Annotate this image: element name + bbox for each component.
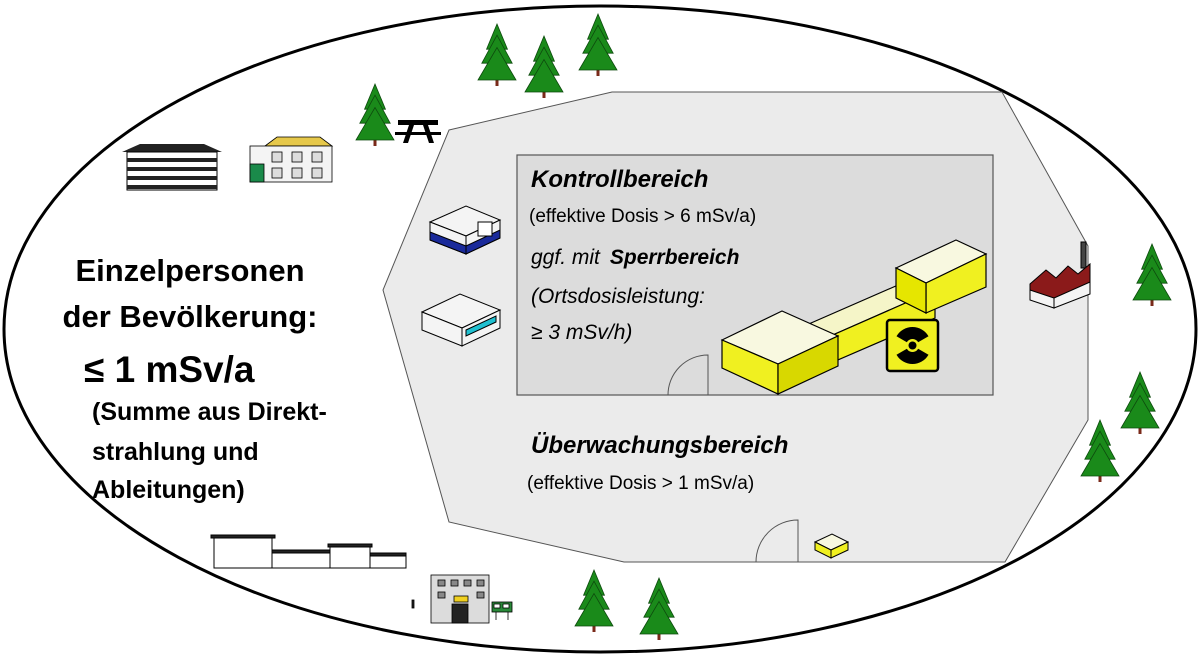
radiation-warning-icon [885,318,940,373]
trees-group [355,12,1172,640]
tree-icon [1132,242,1172,306]
tree-icon [574,568,614,632]
tree-icon [355,82,395,146]
public-zone-note-line1: (Summe aus Direkt- [92,398,327,426]
small-storage-hut-icon [813,533,850,559]
reactor-building-group [720,239,988,395]
monitoring-area-door-arc [755,519,799,563]
exclusion-area-prefix: ggf. mit [531,246,601,269]
tree-icon [524,34,564,98]
public-zone-note-line2: strahlung und [92,438,259,466]
industrial-hall-icon [210,534,407,569]
public-zone-line2: der Bevölkerung: [63,299,318,334]
picnic-table-icon [395,120,441,143]
tram-icon [491,601,513,620]
apartment-building-icon [122,144,222,191]
tree-icon [639,576,679,640]
controlled-area-condition: (effektive Dosis > 6 mSv/a) [529,206,756,227]
tree-icon [477,22,517,86]
lab-building-cyan-icon [420,293,502,347]
exclusion-area-condition-line2: ≥ 3 mSv/h) [531,321,632,344]
exclusion-area-name: Sperrbereich [610,246,740,269]
factory-icon [1029,241,1091,309]
office-building-blue-icon [428,205,502,255]
tree-icon [1120,370,1160,434]
controlled-area-title: Kontrollbereich [531,166,708,193]
public-zone-line1: Einzelpersonen [75,253,304,288]
monitoring-area-condition: (effektive Dosis > 1 mSv/a) [527,473,754,494]
exclusion-area-condition-line1: (Ortsdosisleistung: [531,285,705,308]
exclusion-area-intro: ggf. mit Sperrbereich [531,246,739,269]
tree-icon [578,12,618,76]
villa-building-icon [249,136,334,183]
tree-icon [1080,418,1120,482]
controlled-area-door-arc [667,354,709,396]
public-zone-note-line3: Ableitungen) [92,476,245,504]
hospital-building-icon [411,574,490,624]
monitoring-area-title: Überwachungsbereich [531,432,788,459]
public-dose-limit: ≤ 1 mSv/a [84,349,255,390]
